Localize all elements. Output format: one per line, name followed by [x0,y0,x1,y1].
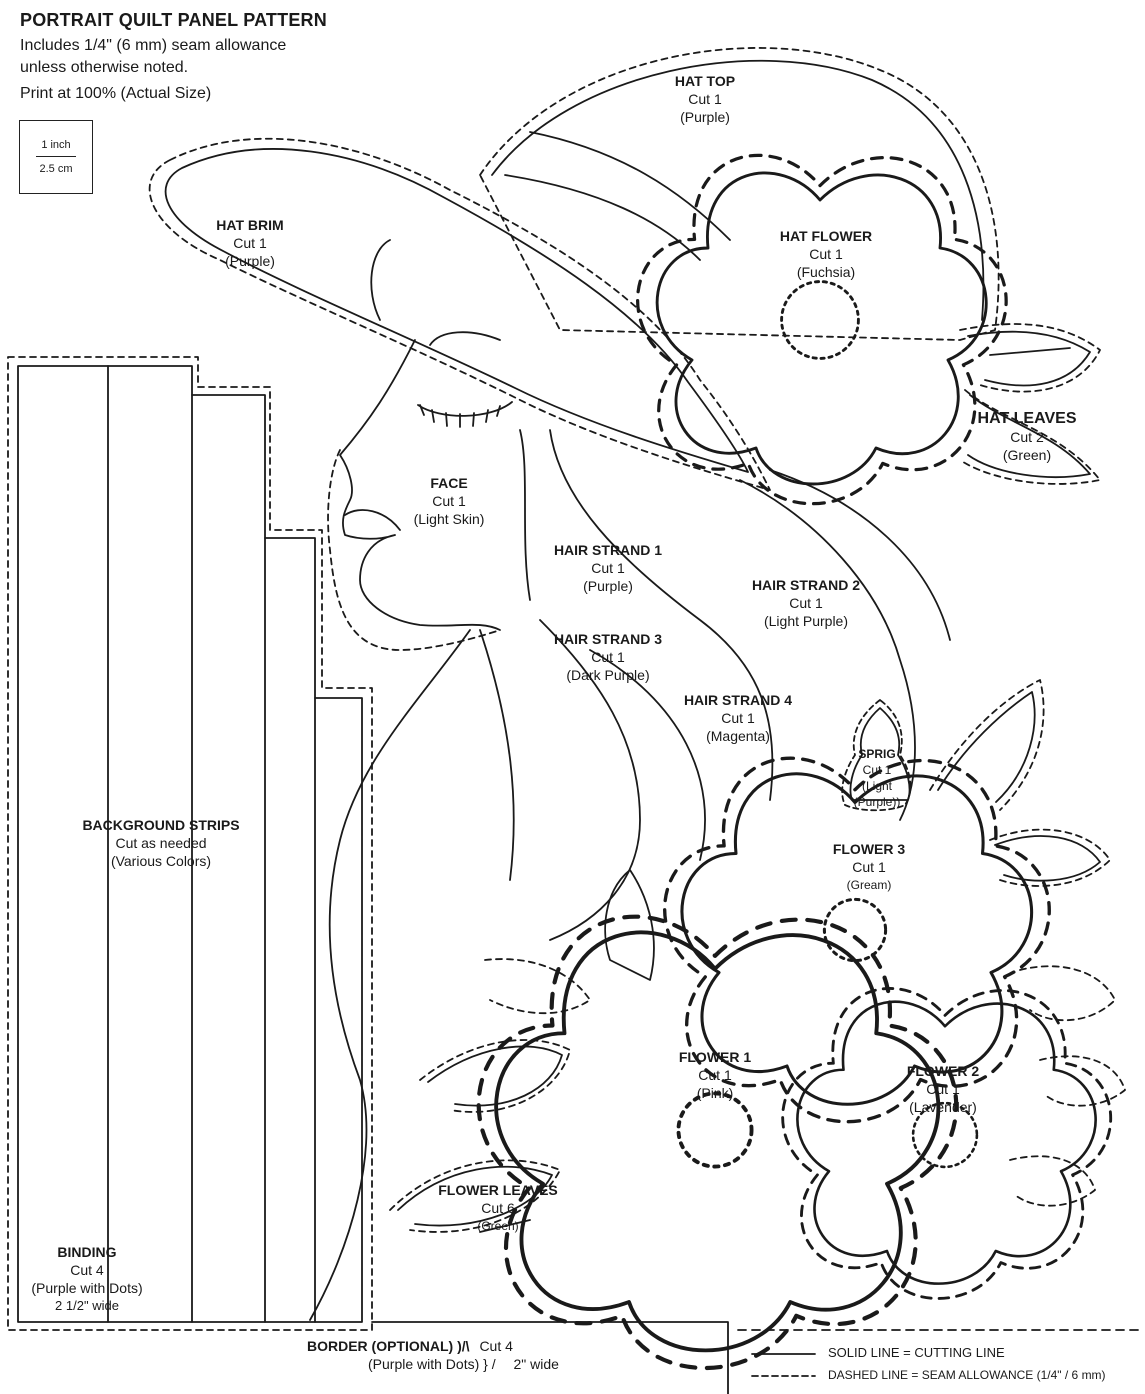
flower3-leaves [604,679,1111,981]
hat-flower [635,153,1008,506]
scale-inch: 1 inch [41,139,71,151]
hat-leaves [959,323,1101,485]
header-line-1: Includes 1/4" (6 mm) seam allowance [20,37,287,54]
page-title: PORTRAIT QUILT PANEL PATTERN [20,10,327,30]
hat-brim [148,137,771,491]
header-line-2: unless otherwise noted. [20,59,189,76]
scale-bar [36,156,76,157]
face-hair [309,239,951,1321]
border-cut: Cut 4 [479,1338,513,1354]
border-piece [371,1321,1139,1394]
legend-solid: SOLID LINE = CUTTING LINE [828,1345,1005,1360]
border-width: 2" wide [513,1356,559,1372]
label-border: BORDER (OPTIONAL) )/\ Cut 4 [307,1338,513,1354]
sprig [841,699,912,812]
header-line-3: Print at 100% (Actual Size) [20,85,212,102]
background-strips [7,356,373,1331]
label-border-sub: (Purple with Dots) } / 2" wide [368,1356,559,1372]
flower-3 [662,756,1051,1124]
scale-cm: 2.5 cm [39,163,73,175]
border-title: BORDER (OPTIONAL) )/\ [307,1338,470,1354]
flower-leaves [389,958,1126,1233]
border-color: (Purple with Dots) } / [368,1356,496,1372]
legend-dashed: DASHED LINE = SEAM ALLOWANCE (1/4" / 6 m… [828,1368,1106,1382]
flower-1 [479,917,957,1368]
scale-box: 1 inch 2.5 cm [19,120,93,194]
hat-top [479,47,1000,341]
flower-2 [781,987,1113,1300]
